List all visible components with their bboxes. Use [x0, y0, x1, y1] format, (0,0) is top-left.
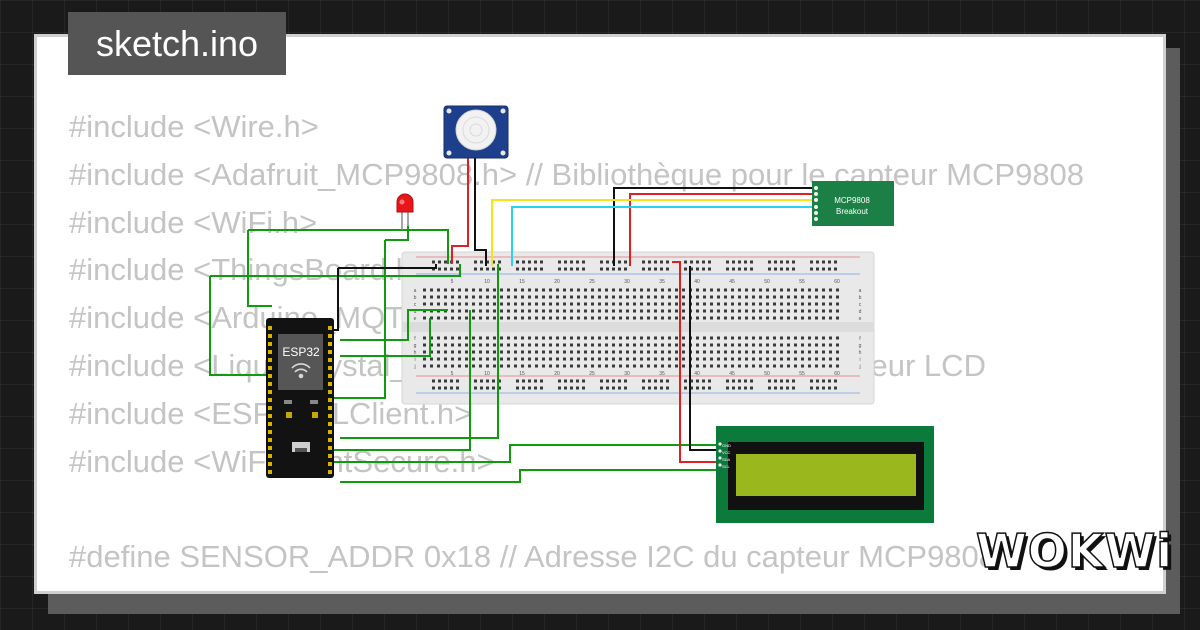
breadboard-column-number: 45: [729, 279, 735, 285]
code-line: #include <ThingsBoard.h>: [69, 252, 431, 288]
breadboard-row-letter: g: [414, 343, 417, 349]
code-line: #include <WiFi.h>: [69, 204, 318, 240]
breadboard-column-number: 35: [659, 279, 665, 285]
breadboard-column-number: 20: [554, 279, 560, 285]
mcp-label-2: Breakout: [836, 207, 869, 216]
breadboard-row-letter: d: [859, 309, 862, 315]
breadboard-row-letter: g: [859, 343, 862, 349]
wire-green-9: [333, 310, 471, 451]
mcp9808-breakout[interactable]: MCP9808 Breakout: [812, 181, 894, 226]
wire-green-6: [210, 264, 461, 277]
breadboard-row-letter: b: [859, 295, 862, 301]
mcp-label-1: MCP9808: [834, 196, 870, 205]
breadboard-column-number: 60: [834, 279, 840, 285]
breadboard-row-letter: i: [859, 357, 860, 363]
wire-black-3: [474, 158, 487, 266]
breadboard-column-number: 15: [519, 279, 525, 285]
breadboard-column-number: 55: [799, 279, 805, 285]
breadboard-row-letter: a: [414, 288, 417, 294]
lcd-pin-scl: SCL: [722, 464, 731, 469]
breadboard-row-letter: e: [859, 316, 862, 322]
wire-black-5: [689, 266, 718, 451]
breadboard-row-letter: f: [414, 336, 416, 342]
breadboard-column-number: 35: [659, 371, 665, 377]
breadboard-column-number: 50: [764, 279, 770, 285]
esp32-label: ESP32: [282, 345, 320, 359]
wire-black-4: [613, 187, 820, 266]
breadboard-column-number: 40: [694, 371, 700, 377]
breadboard-column-number: 55: [799, 371, 805, 377]
breadboard-row-letter: h: [414, 350, 417, 356]
breadboard-column-number: 60: [834, 371, 840, 377]
breadboard-row-letter: j: [413, 364, 415, 370]
breadboard-column-number: 30: [624, 371, 630, 377]
lcd-pin-gnd: GND: [722, 443, 731, 448]
pir-motion-sensor[interactable]: [443, 105, 509, 159]
code-line: Adafruit_MCP9808 tempsensor = Adafruit_M…: [69, 581, 1133, 591]
wire-green-11: [340, 264, 499, 439]
lcd-pin-sda: SDA: [722, 457, 731, 462]
wire-yellow: [491, 199, 820, 266]
breadboard-column-number: 10: [484, 279, 490, 285]
esp32-board[interactable]: ESP32: [266, 318, 334, 478]
breadboard-column-number: 25: [589, 279, 595, 285]
breadboard-column-number: 50: [764, 371, 770, 377]
breadboard-column-number: 10: [484, 371, 490, 377]
breadboard-row-letter: i: [414, 357, 415, 363]
wire-green-5: [209, 276, 270, 376]
breadboard-column-number: 20: [554, 371, 560, 377]
breadboard-row-letter: d: [414, 309, 417, 315]
wire-green-3: [385, 226, 409, 241]
code-line: #include <Adafruit_MCP9808.h> // Bibliot…: [69, 156, 1085, 192]
wire-green-12: [340, 469, 718, 483]
breadboard-column-number: 5: [451, 371, 454, 377]
breadboard-row-letter: c: [414, 302, 417, 308]
wire-green-1: [247, 230, 272, 307]
wire-green-8: [340, 309, 448, 341]
lcd-pin-vcc: VCC: [722, 450, 731, 455]
breadboard-row-letter: f: [859, 336, 861, 342]
breadboard-column-number: 15: [519, 371, 525, 377]
wire-red-1: [451, 158, 469, 264]
breadboard-row-letter: j: [858, 364, 860, 370]
breadboard-row-letter: e: [414, 316, 417, 322]
breadboard-column-number: 45: [729, 371, 735, 377]
wire-green-10: [333, 444, 718, 463]
code-listing: #include <Wire.h> #include <Adafruit_MCP9…: [69, 103, 1133, 591]
code-line: #define SENSOR_ADDR 0x18 // Adresse I2C …: [69, 539, 997, 575]
breadboard-row-letter: c: [859, 302, 862, 308]
breadboard-column-number: 40: [694, 279, 700, 285]
wire-black-2: [338, 264, 437, 269]
wire-green-2: [248, 229, 449, 264]
wokwi-logo: WOKWi: [975, 523, 1173, 579]
breadboard-column-number: 25: [589, 371, 595, 377]
wires: [209, 158, 820, 483]
wire-red-2: [629, 193, 820, 266]
breadboard-column-number: 30: [624, 279, 630, 285]
breadboard[interactable]: 5510101515202025253030353540404545505055…: [401, 251, 875, 405]
wire-red-3: [672, 261, 718, 463]
wire-cyan: [511, 206, 820, 266]
breadboard-row-letter: h: [859, 350, 862, 356]
breadboard-column-number: 5: [451, 279, 454, 285]
lcd-1602-display[interactable]: GND VCC SDA SCL: [716, 426, 934, 523]
breadboard-row-letter: a: [859, 288, 862, 294]
sketch-title: sketch.ino: [68, 12, 286, 75]
wire-green-7: [340, 318, 431, 357]
red-led[interactable]: [396, 193, 414, 230]
code-line: #include <Wire.h>: [69, 109, 319, 144]
wifi-icon: [291, 363, 311, 379]
breadboard-row-letter: b: [414, 295, 417, 301]
